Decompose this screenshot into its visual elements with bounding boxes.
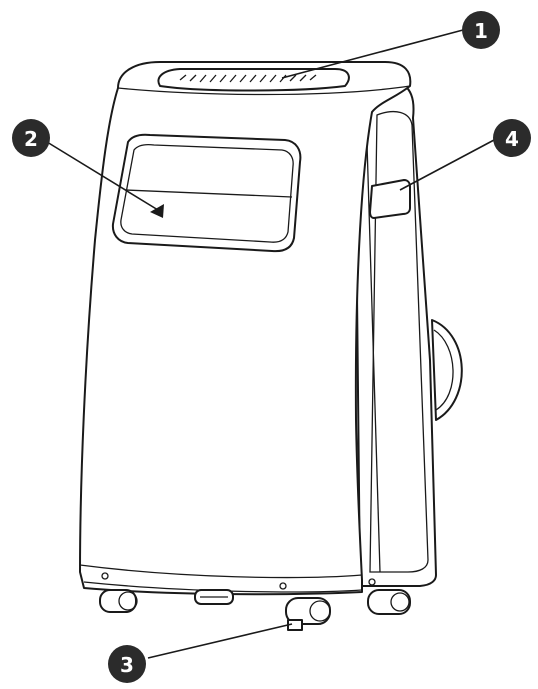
callout-number-1: 1 bbox=[474, 19, 488, 43]
callout-number-2: 2 bbox=[24, 127, 38, 151]
side-exhaust-vent bbox=[432, 320, 462, 420]
caster-wheel-front-left bbox=[100, 590, 137, 612]
callout-badge-1: 1 bbox=[462, 11, 500, 49]
caster-wheel-right bbox=[368, 590, 410, 614]
callout-number-3: 3 bbox=[120, 653, 134, 677]
callout-badge-3: 3 bbox=[108, 645, 146, 683]
leader-line-3 bbox=[148, 624, 292, 658]
front-handle bbox=[113, 135, 300, 251]
caster-wheel bbox=[286, 598, 330, 630]
side-panel bbox=[355, 80, 436, 586]
callout-badge-4: 4 bbox=[493, 119, 531, 157]
top-air-outlet bbox=[158, 69, 348, 91]
side-handle bbox=[370, 180, 410, 218]
callout-number-4: 4 bbox=[505, 127, 519, 151]
callout-badge-2: 2 bbox=[12, 119, 50, 157]
caster-wheel-rear-left bbox=[195, 590, 233, 604]
